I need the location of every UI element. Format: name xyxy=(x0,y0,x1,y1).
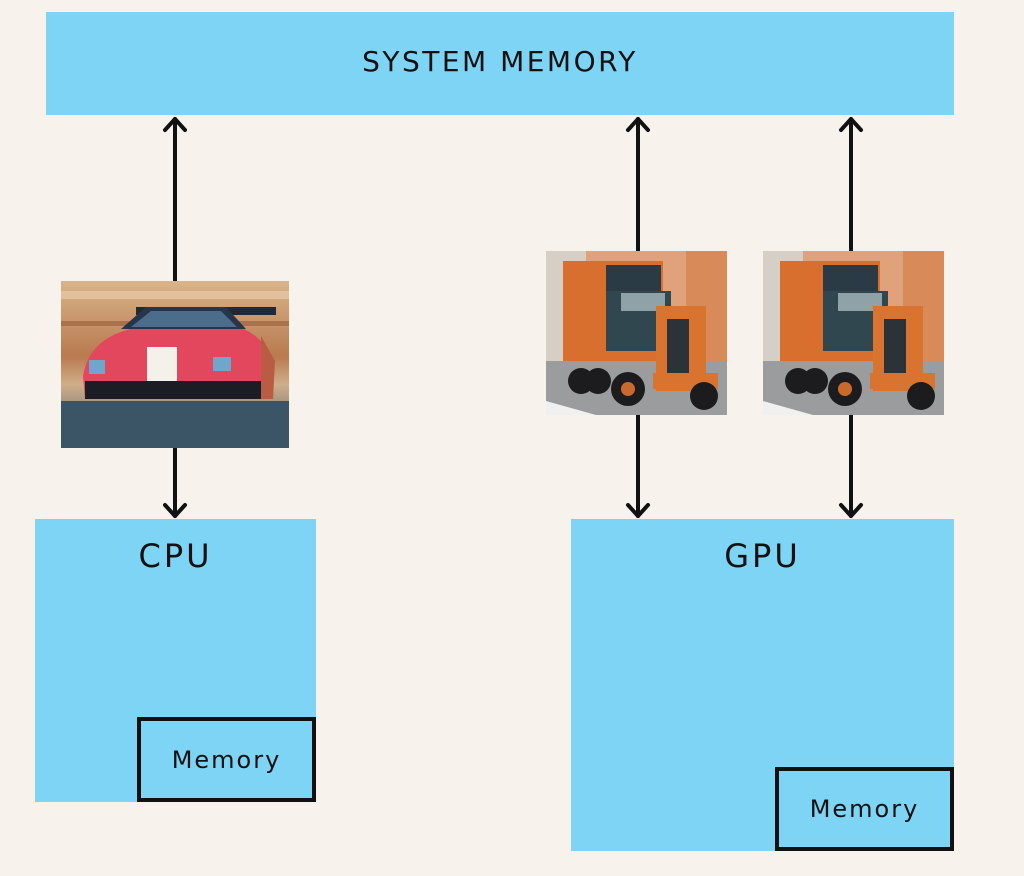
sports-car-image xyxy=(61,281,289,448)
cpu-memory-box: Memory xyxy=(137,717,316,802)
gpu-box: GPU Memory xyxy=(571,519,954,851)
cpu-label: CPU xyxy=(138,537,213,575)
gpu-label: GPU xyxy=(724,537,801,575)
arrow-gpu1-to-system-memory xyxy=(626,117,650,253)
system-memory-box: SYSTEM MEMORY xyxy=(46,12,954,115)
cpu-box: CPU Memory xyxy=(35,519,316,802)
system-memory-label: SYSTEM MEMORY xyxy=(362,45,638,78)
arrow-gpu2-to-system-memory xyxy=(839,117,863,253)
arrow-truck2-to-gpu xyxy=(839,413,863,518)
arrow-car-to-cpu xyxy=(163,446,187,518)
cpu-memory-label: Memory xyxy=(171,745,282,774)
truck-image xyxy=(546,251,727,415)
arrow-cpu-to-system-memory xyxy=(163,117,187,283)
gpu-memory-label: Memory xyxy=(809,795,920,823)
arrow-truck1-to-gpu xyxy=(626,413,650,518)
truck-image xyxy=(763,251,944,415)
gpu-memory-box: Memory xyxy=(775,767,954,851)
